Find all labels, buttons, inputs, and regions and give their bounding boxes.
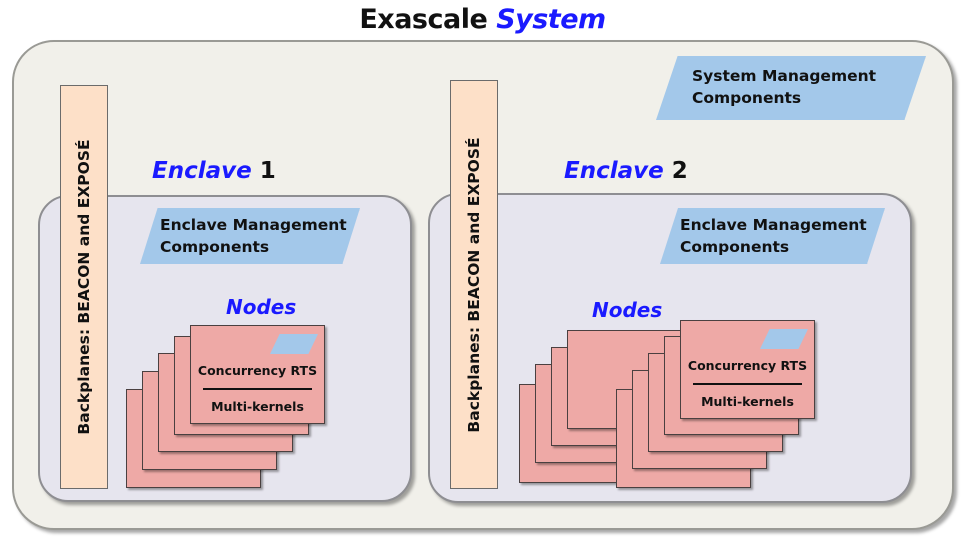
enclave-2-label-word: Enclave <box>564 158 664 184</box>
enclave-2-management-label: Enclave Management Components <box>680 214 867 258</box>
enclave-1-management-line2: Components <box>160 238 270 256</box>
enclave-1-nodes-label: Nodes <box>226 295 297 319</box>
enclave-1-management-line1: Enclave Management <box>160 216 347 234</box>
system-management-line1: System Management <box>692 67 877 85</box>
node-divider <box>693 383 802 385</box>
system-management-line2: Components <box>692 89 802 107</box>
node-runtime-label: Concurrency RTS <box>687 358 808 373</box>
node-management-shape <box>270 334 318 354</box>
system-management-shape <box>656 56 926 120</box>
system-management-label: System Management Components <box>692 65 876 109</box>
enclave-2-backplane: Backplanes: BEACON and EXPOSÉ <box>450 80 498 489</box>
node-card-front: Concurrency RTS Multi-kernels <box>190 325 325 424</box>
enclave-1-backplane: Backplanes: BEACON and EXPOSÉ <box>60 85 108 489</box>
enclave-1-backplane-label: Backplanes: BEACON and EXPOSÉ <box>75 139 93 435</box>
enclave-2-management-shape <box>660 208 885 264</box>
enclave-2-label: Enclave 2 <box>564 158 688 184</box>
enclave-1-label: Enclave 1 <box>152 158 276 184</box>
title-main: Exascale <box>359 4 488 35</box>
diagram-title: Exascale System <box>0 4 965 35</box>
title-emphasis: System <box>496 4 606 35</box>
enclave-1-label-word: Enclave <box>152 158 252 184</box>
enclave-1-management-label: Enclave Management Components <box>160 214 347 258</box>
enclave-2-nodes-label: Nodes <box>592 298 663 322</box>
enclave-2-label-number: 2 <box>671 158 688 184</box>
enclave-2-management-line1: Enclave Management <box>680 216 867 234</box>
node-management-shape <box>760 329 808 349</box>
node-divider <box>203 388 312 390</box>
node-card-front: Concurrency RTS Multi-kernels <box>680 320 815 419</box>
enclave-2-backplane-label: Backplanes: BEACON and EXPOSÉ <box>465 136 483 433</box>
node-kernel-label: Multi-kernels <box>211 399 304 414</box>
enclave-1-label-number: 1 <box>259 158 276 184</box>
enclave-2-management-line2: Components <box>680 238 790 256</box>
enclave-1-management-shape <box>140 208 360 264</box>
node-kernel-label: Multi-kernels <box>701 394 794 409</box>
node-runtime-label: Concurrency RTS <box>197 363 318 378</box>
